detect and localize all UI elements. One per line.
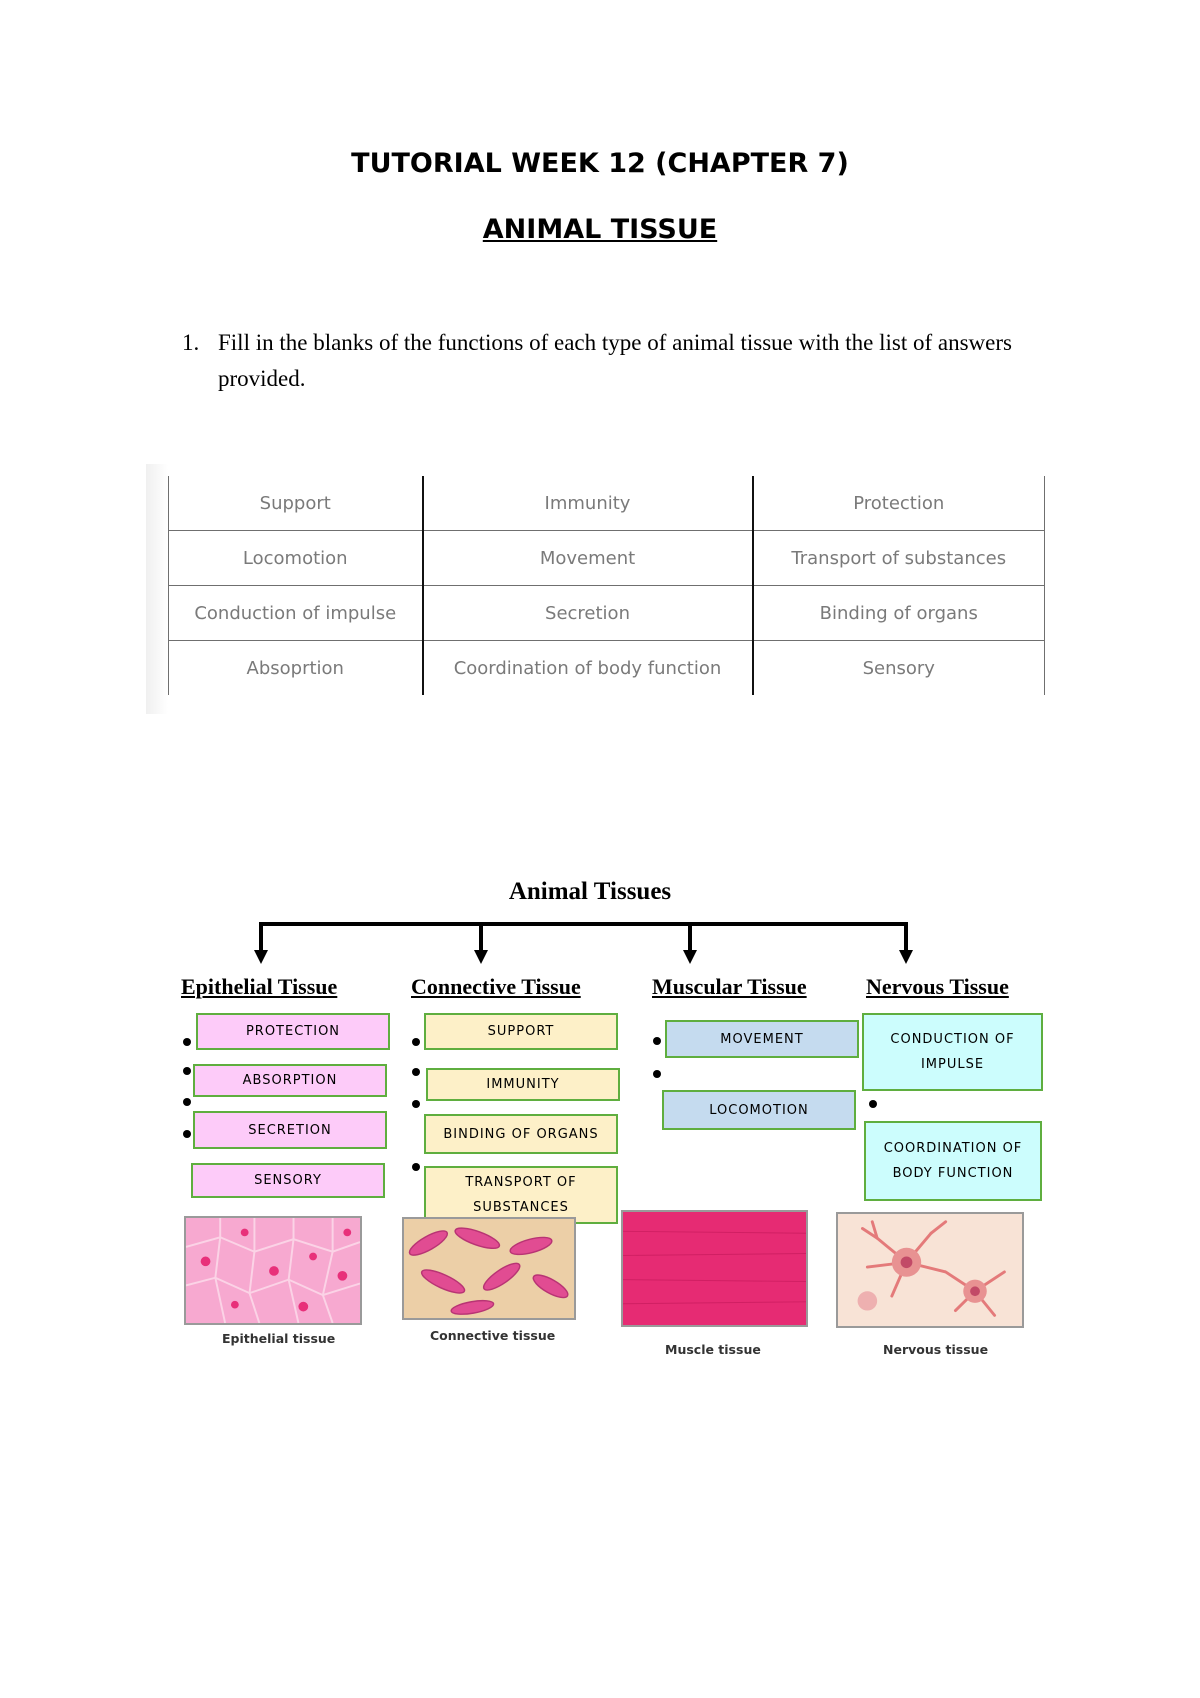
table-cell: Absoprtion [168,640,423,695]
table-shadow [146,464,168,714]
table-row: Locomotion Movement Transport of substan… [168,530,1045,586]
table-cell: Protection [752,476,1045,531]
connective-tissue-image [402,1217,576,1320]
table-row: Absoprtion Coordination of body function… [168,640,1045,695]
table-cell: Locomotion [168,530,423,586]
bullet [412,1100,420,1108]
answer-support: SUPPORT [424,1013,618,1050]
answer-binding-of-organs: BINDING OF ORGANS [424,1114,618,1154]
question-1: 1. Fill in the blanks of the functions o… [182,325,1082,397]
table-cell: Transport of substances [752,530,1045,586]
table-cell: Conduction of impulse [168,585,423,641]
bullet [653,1037,661,1045]
answer-coordination-of-body-function: COORDINATION OF BODY FUNCTION [864,1121,1042,1201]
answer-protection: PROTECTION [196,1013,390,1050]
answer-immunity: IMMUNITY [426,1068,620,1101]
table-cell: Immunity [421,476,754,531]
caption-connective: Connective tissue [430,1328,556,1343]
bullet [183,1098,191,1106]
category-epithelial: Epithelial Tissue [181,974,338,999]
bullet [412,1038,420,1046]
muscle-tissue-image [621,1210,808,1327]
table-cell: Sensory [752,640,1045,695]
answer-locomotion: LOCOMOTION [662,1090,856,1130]
caption-muscle: Muscle tissue [665,1342,761,1357]
answer-transport-of-substances: TRANSPORT OF SUBSTANCES [424,1166,618,1224]
epithelial-tissue-image [184,1216,362,1325]
question-number: 1. [182,330,200,355]
table-row: Conduction of impulse Secretion Binding … [168,585,1045,641]
bullet [183,1067,191,1075]
caption-epithelial: Epithelial tissue [222,1331,336,1346]
bullet [869,1100,877,1108]
question-text: Fill in the blanks of the functions of e… [218,330,1012,391]
category-connective: Connective Tissue [411,974,581,999]
category-muscular: Muscular Tissue [652,974,807,999]
table-cell: Binding of organs [752,585,1045,641]
table-cell: Secretion [421,585,754,641]
answer-list-table: Support Immunity Protection Locomotion M… [168,476,1045,695]
nervous-tissue-image [836,1212,1024,1328]
bullet [183,1130,191,1138]
diagram-title: Animal Tissues [508,878,672,905]
bullet [412,1163,420,1171]
category-nervous: Nervous Tissue [866,974,1009,999]
page-title: TUTORIAL WEEK 12 (CHAPTER 7) [351,148,849,179]
table-cell: Support [168,476,423,531]
table-row: Support Immunity Protection [168,476,1045,531]
answer-sensory: SENSORY [191,1163,385,1198]
answer-conduction-of-impulse: CONDUCTION OF IMPULSE [862,1013,1043,1091]
bullet [653,1070,661,1078]
answer-movement: MOVEMENT [665,1020,859,1058]
bullet [412,1068,420,1076]
answer-secretion: SECRETION [193,1111,387,1149]
bullet [183,1038,191,1046]
page-subtitle: ANIMAL TISSUE [482,214,718,245]
answer-absorption: ABSORPTION [193,1064,387,1097]
caption-nervous: Nervous tissue [883,1342,989,1357]
table-cell: Coordination of body function [421,640,754,695]
